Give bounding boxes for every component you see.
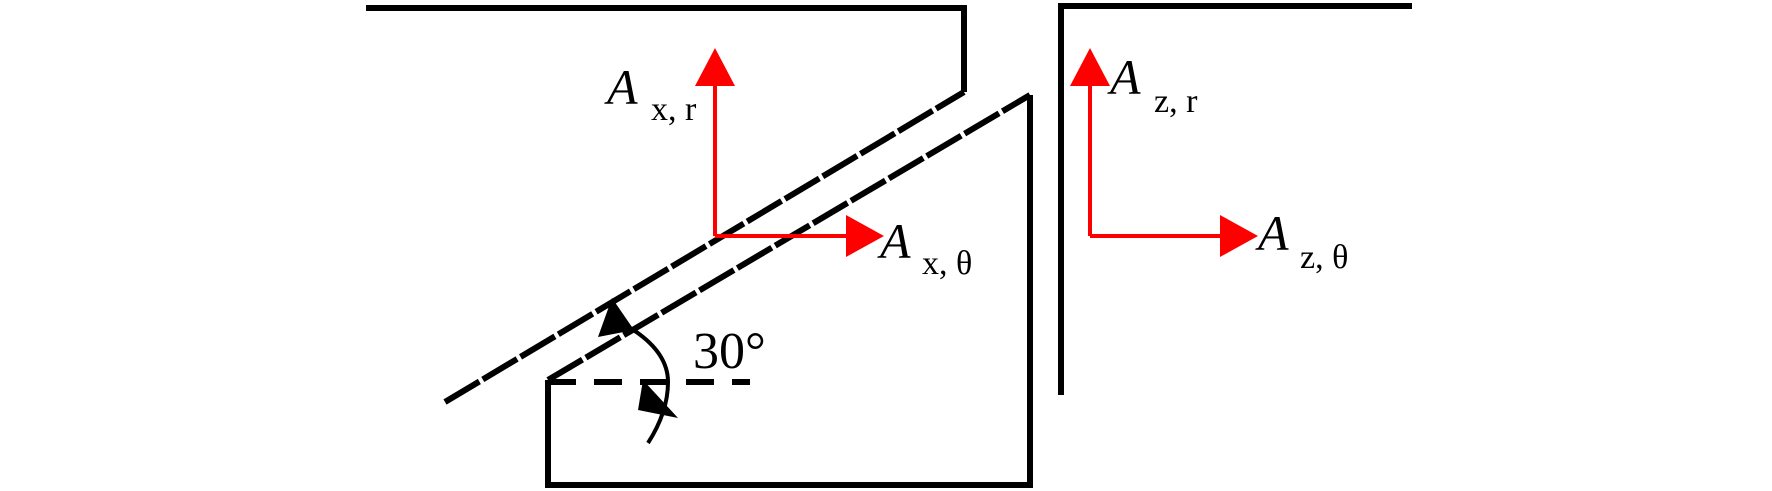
angle-arrowhead-upper <box>598 298 634 337</box>
angle-label: 30° <box>693 323 766 380</box>
vector-z-theta-arrowhead <box>1220 215 1258 257</box>
label-z-r-symbol: A <box>1107 49 1141 105</box>
right-frame-outline <box>1058 3 1412 395</box>
label-x-r-subscript: x, r <box>651 91 697 128</box>
label-z-r-subscript: z, r <box>1154 83 1198 120</box>
angle-arc <box>611 316 671 445</box>
label-x-r: A x, r <box>604 59 697 128</box>
vector-z-r-arrowhead <box>1070 48 1110 86</box>
angle-arrowhead-lower <box>638 380 678 418</box>
label-z-theta: A z, θ <box>1255 205 1348 276</box>
label-x-theta-subscript: x, θ <box>922 245 972 282</box>
label-z-theta-symbol: A <box>1255 205 1289 261</box>
upper-block-outline <box>366 5 967 92</box>
label-x-theta-symbol: A <box>877 213 911 269</box>
label-x-r-symbol: A <box>604 59 638 115</box>
label-z-theta-subscript: z, θ <box>1300 239 1348 276</box>
label-x-theta: A x, θ <box>877 213 972 282</box>
upper-block-shear-edge <box>443 89 966 405</box>
vector-x-r-arrowhead <box>695 48 735 86</box>
lower-block-outline <box>545 95 1033 488</box>
label-z-r: A z, r <box>1107 49 1198 120</box>
vector-x-theta-arrowhead <box>846 215 884 257</box>
